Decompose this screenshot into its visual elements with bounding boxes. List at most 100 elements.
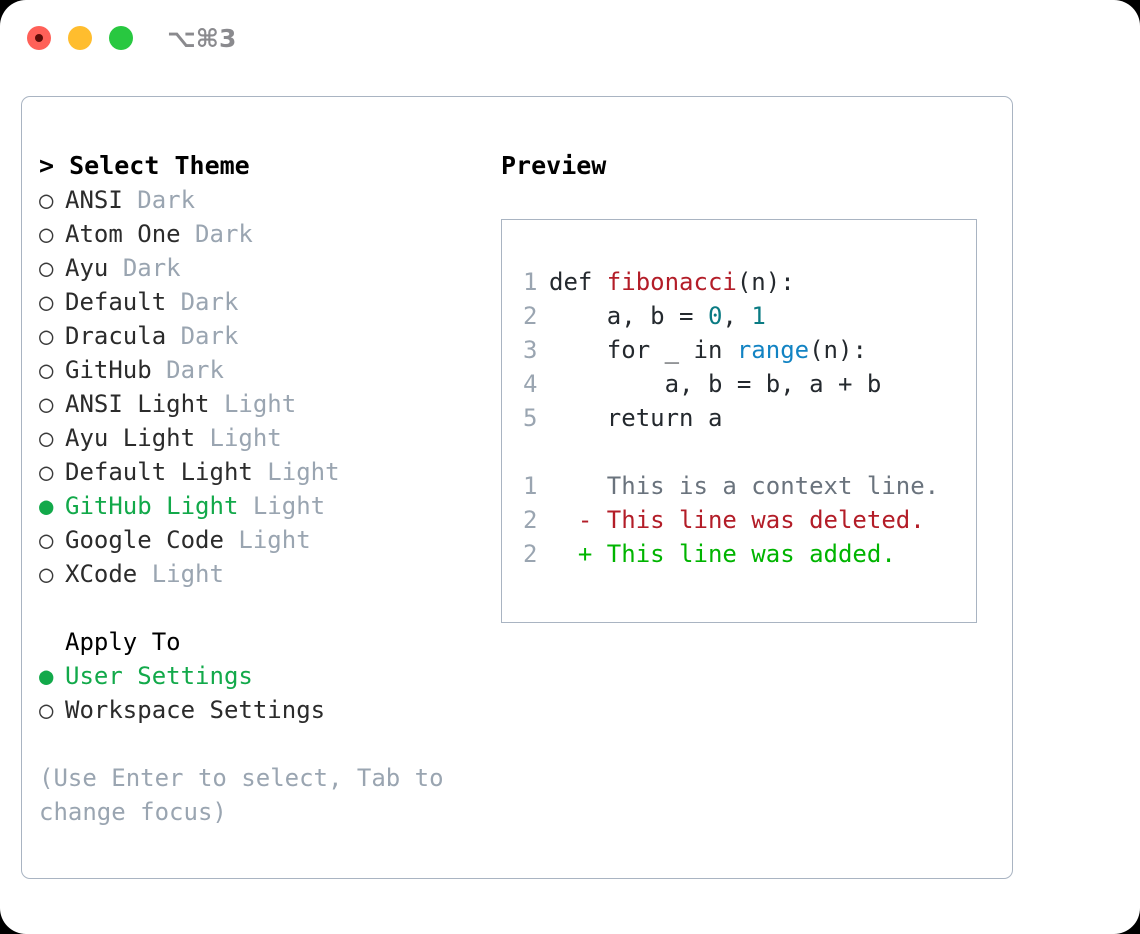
select-theme-header: > Select Theme — [39, 151, 250, 180]
theme-name: Google Code — [65, 526, 224, 554]
theme-list-item[interactable]: ○Ayu Light Light — [39, 421, 479, 455]
code-token-plain: (n): — [809, 336, 867, 364]
theme-list-item[interactable]: ○ Default Dark — [39, 285, 479, 319]
spacer — [238, 492, 252, 520]
code-token-plain: for _ in — [549, 336, 737, 364]
theme-variant-badge: Dark — [180, 288, 239, 316]
line-number: 2 — [523, 506, 538, 534]
code-line: 3 for _ in range(n): — [523, 333, 881, 367]
spacer — [195, 424, 209, 452]
diff-text: This is a context line. — [606, 472, 940, 500]
radio-selected-icon: ● — [39, 492, 54, 520]
keyboard-hint-text: (Use Enter to select, Tab to change focu… — [39, 764, 444, 826]
code-line: 2 a, b = 0, 1 — [523, 299, 881, 333]
theme-list-item[interactable]: ○ Default Light Light — [39, 455, 479, 489]
radio-unselected-icon: ○ — [39, 458, 54, 486]
apply-to-item[interactable]: ●User Settings — [39, 659, 479, 693]
diff-text: This line was deleted. — [606, 506, 925, 534]
code-token-plain: a, b = — [549, 302, 708, 330]
theme-name: Default Light — [65, 458, 253, 486]
theme-name: Ayu Light — [65, 424, 196, 452]
diff-text: This line was added. — [606, 540, 896, 568]
title-bar: ⌥⌘3 — [0, 0, 1140, 78]
radio-unselected-icon: ○ — [39, 526, 54, 554]
minimize-button-icon[interactable] — [68, 26, 92, 50]
theme-name: GitHub Light — [65, 492, 239, 520]
spacer — [137, 560, 151, 588]
theme-list[interactable]: ○ANSI Dark○Atom One Dark○Ayu Dark○Defaul… — [39, 183, 479, 591]
theme-name: ANSI Light — [65, 390, 210, 418]
theme-picker-column: > Select Theme ○ANSI Dark○Atom One Dark○… — [39, 149, 479, 829]
diff-line: 2 - This line was deleted. — [523, 503, 939, 537]
theme-list-item[interactable]: ○ Atom One Dark — [39, 217, 479, 251]
preview-title: Preview — [501, 151, 607, 180]
theme-list-item[interactable]: ○ Google Code Light — [39, 523, 479, 557]
theme-list-item[interactable]: ○Dracula Dark — [39, 319, 479, 353]
keyboard-shortcut-label: ⌥⌘3 — [167, 24, 237, 53]
spacer — [166, 288, 180, 316]
theme-variant-badge: Dark — [195, 220, 253, 248]
diff-line: 2 + This line was added. — [523, 537, 939, 571]
code-line: 5 return a — [523, 401, 881, 435]
theme-variant-badge: Dark — [166, 356, 224, 384]
theme-variant-badge: Light — [238, 526, 311, 554]
spacer — [152, 356, 166, 384]
spacer — [108, 254, 122, 282]
theme-list-item[interactable]: ○ANSI Dark — [39, 183, 479, 217]
line-number: 1 — [523, 268, 538, 296]
diff-sign: + — [549, 540, 607, 568]
theme-variant-badge: Light — [267, 458, 340, 486]
theme-variant-badge: Dark — [180, 322, 239, 350]
code-token-func: fibonacci — [606, 268, 737, 296]
line-number: 2 — [523, 302, 538, 330]
diff-sample: 1 This is a context line.2 - This line w… — [523, 469, 939, 571]
radio-selected-icon: ● — [39, 662, 54, 690]
theme-name: Default — [65, 288, 167, 316]
theme-variant-badge: Dark — [137, 186, 196, 214]
code-token-plain: def — [549, 268, 607, 296]
diff-line: 1 This is a context line. — [523, 469, 939, 503]
radio-unselected-icon: ○ — [39, 288, 54, 316]
maximize-button-icon[interactable] — [109, 26, 133, 50]
apply-to-header: Apply To — [65, 628, 181, 656]
theme-variant-badge: Light — [252, 492, 326, 520]
theme-name: XCode — [65, 560, 138, 588]
code-token-plain: return a — [549, 404, 723, 432]
radio-unselected-icon: ○ — [39, 220, 54, 248]
code-token-plain: a, b = b, a + b — [549, 370, 882, 398]
content-panel: > Select Theme ○ANSI Dark○Atom One Dark○… — [21, 96, 1013, 879]
theme-variant-badge: Light — [209, 424, 282, 452]
diff-sign — [549, 472, 607, 500]
spacer — [39, 591, 479, 625]
radio-unselected-icon: ○ — [39, 390, 54, 418]
apply-to-list[interactable]: ●User Settings ○ Workspace Settings — [39, 659, 479, 727]
spacer — [253, 458, 267, 486]
theme-list-item[interactable]: ● GitHub Light Light — [39, 489, 479, 523]
theme-list-item[interactable]: ○ XCode Light — [39, 557, 479, 591]
theme-list-item[interactable]: ○Ayu Dark — [39, 251, 479, 285]
close-button-icon[interactable] — [27, 26, 51, 50]
radio-unselected-icon: ○ — [39, 696, 54, 724]
line-number: 5 — [523, 404, 538, 432]
theme-list-item[interactable]: ○GitHub Dark — [39, 353, 479, 387]
radio-unselected-icon: ○ — [39, 186, 54, 214]
code-token-num: 1 — [751, 302, 766, 330]
theme-name: Ayu — [65, 254, 109, 282]
theme-name: Atom One — [65, 220, 181, 248]
theme-variant-badge: Light — [223, 390, 297, 418]
radio-unselected-icon: ○ — [39, 560, 54, 588]
code-token-num: 0 — [707, 302, 723, 330]
code-token-plain: , — [722, 302, 752, 330]
theme-variant-badge: Light — [151, 560, 224, 588]
apply-to-name: Workspace Settings — [65, 696, 326, 724]
apply-to-item[interactable]: ○ Workspace Settings — [39, 693, 479, 727]
theme-name: Dracula — [65, 322, 167, 350]
spacer — [123, 186, 137, 214]
theme-name: GitHub — [65, 356, 152, 384]
theme-list-item[interactable]: ○ ANSI Light Light — [39, 387, 479, 421]
line-number: 2 — [523, 540, 538, 568]
line-number: 1 — [523, 472, 538, 500]
